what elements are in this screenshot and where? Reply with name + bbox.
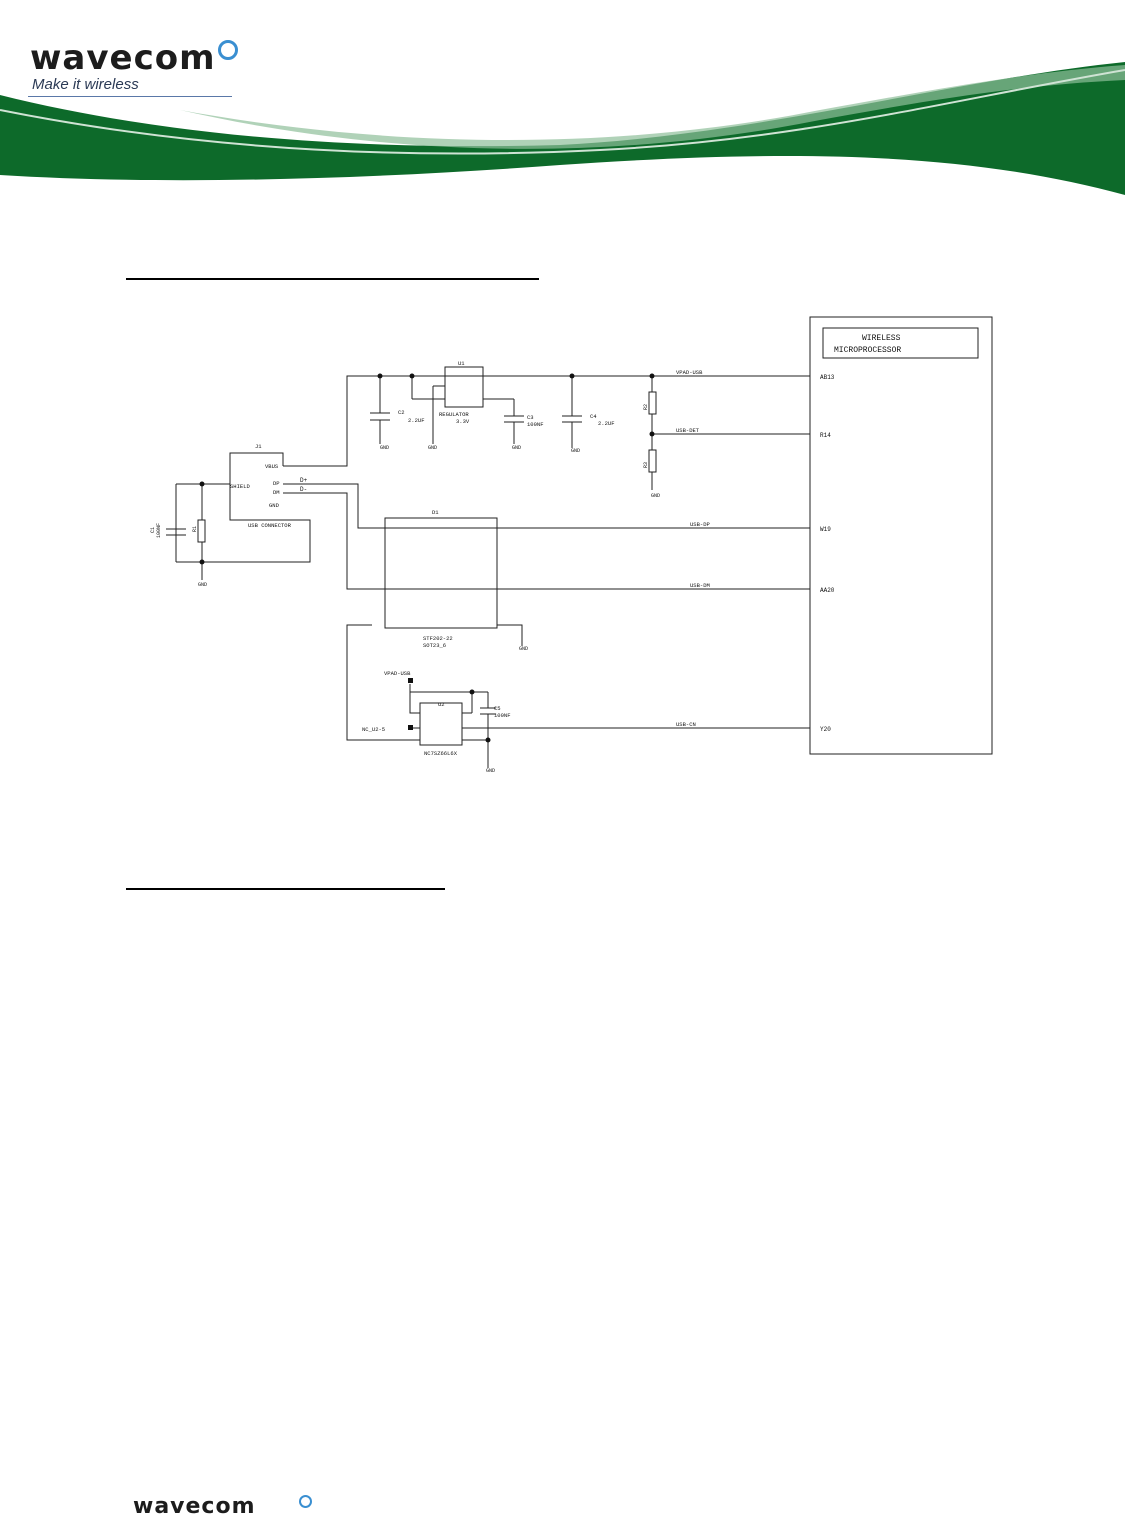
u1-ref: U1 (458, 360, 465, 367)
c3-ref: C3 (527, 414, 534, 421)
net-usb-dp: USB-DP (690, 521, 710, 528)
mcu-pin-w19: W19 (820, 526, 831, 533)
c5-ref: C5 (494, 705, 501, 712)
usb-schematic: WIRELESS MICROPROCESSOR AB13 R14 W19 AA2… (150, 316, 993, 774)
j1-pin-dm: DM (273, 489, 280, 496)
d1-ref: D1 (432, 509, 439, 516)
tagline-underline (28, 96, 232, 97)
c4-ref: C4 (590, 413, 597, 420)
header: wavecom Make it wireless (0, 0, 1125, 200)
u1-value: 3.3V (456, 418, 470, 425)
mcu-pin-r14: R14 (820, 432, 831, 439)
j1-pin-vbus: VBUS (265, 463, 279, 470)
brand-tagline: Make it wireless (32, 76, 139, 93)
brand-logo: wavecom (30, 38, 216, 78)
net-vpad-usb: VPAD-USB (676, 369, 703, 376)
d1-package: SOT23_6 (423, 642, 446, 649)
gnd-c2: GND (380, 445, 389, 451)
footer-swirl-icon (299, 1495, 312, 1508)
c4-value: 2.2UF (598, 420, 615, 427)
gnd-c3: GND (512, 445, 521, 451)
net-d-plus: D+ (300, 477, 308, 484)
header-swoosh (0, 62, 1125, 195)
gnd-c4: GND (571, 448, 580, 454)
c3-value: 100NF (527, 421, 544, 428)
c2-value: 2.2UF (408, 417, 425, 424)
gnd-u2: GND (486, 768, 495, 774)
c1-value: 100NF (156, 523, 162, 538)
j1-pin-shield: SHIELD (230, 483, 251, 490)
brand-swirl-icon (218, 40, 238, 60)
footer-brand-logo: wavecom (133, 1494, 256, 1519)
gnd-d1: GND (519, 646, 528, 652)
gnd-j1: GND (198, 582, 207, 588)
vpad-usb-flag: VPAD-USB (384, 670, 411, 677)
j1-ref: J1 (255, 443, 262, 450)
c5-value: 100NF (494, 712, 511, 719)
net-usb-det: USB-DET (676, 427, 700, 434)
r2-ref: R2 (643, 404, 649, 410)
net-usb-cn: USB-CN (676, 721, 696, 728)
gnd-u1: GND (428, 445, 437, 451)
u1-name: REGULATOR (439, 411, 469, 418)
c1-ref: C1 (150, 527, 156, 533)
net-usb-dm: USB-DM (690, 582, 710, 589)
mcu-pin-aa20: AA20 (820, 587, 835, 594)
c2-ref: C2 (398, 409, 405, 416)
nc-u2-5-label: NC_U2-5 (362, 726, 385, 733)
d1-part: STF202-22 (423, 635, 453, 642)
net-d-minus: D- (300, 486, 307, 493)
u2-part: NC7SZ66L6X (424, 750, 458, 757)
j1-name: USB CONNECTOR (248, 522, 292, 529)
mcu-title-2: MICROPROCESSOR (834, 346, 901, 355)
u2-ref: U2 (438, 701, 445, 708)
j1-pin-dp: DP (273, 480, 280, 487)
mcu-pin-ab13: AB13 (820, 374, 835, 381)
j1-pin-gnd: GND (269, 502, 280, 509)
r3-ref: R3 (643, 462, 649, 468)
gnd-r3: GND (651, 493, 660, 499)
section-heading-rule-1 (126, 278, 539, 280)
mcu-title-1: WIRELESS (862, 334, 901, 343)
r1-ref: R1 (192, 526, 198, 532)
mcu-pin-y20: Y20 (820, 726, 831, 733)
section-heading-rule-2 (126, 888, 445, 890)
